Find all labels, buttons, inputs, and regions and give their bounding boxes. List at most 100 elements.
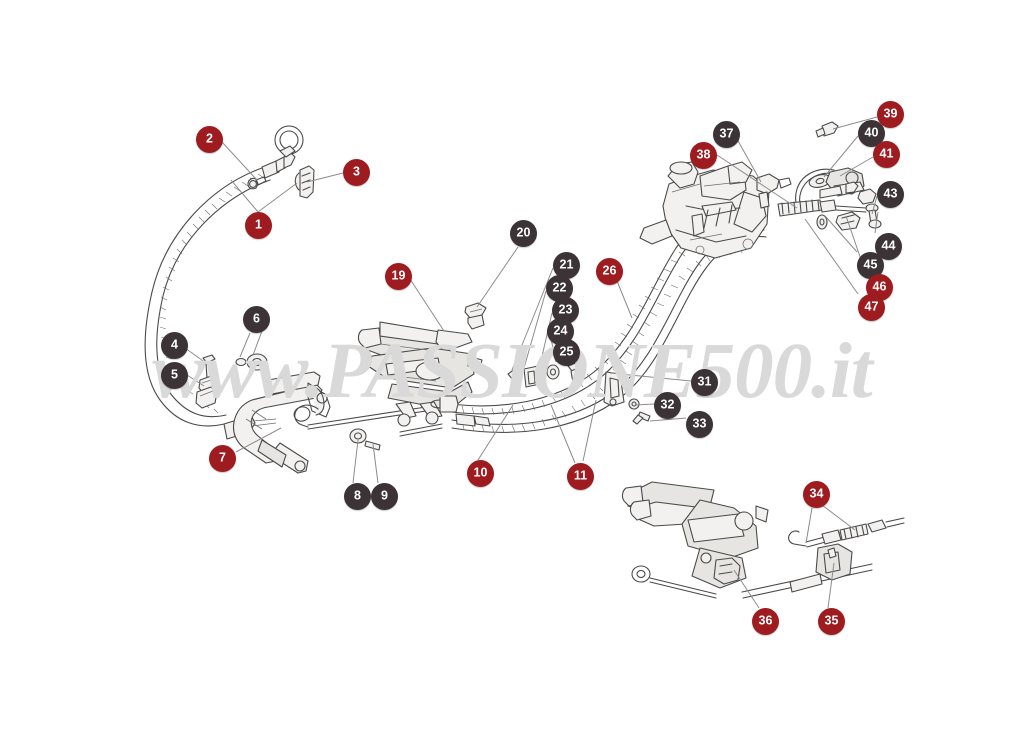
leader-lines (184, 116, 879, 609)
carburettor-body-part (639, 161, 770, 259)
callout-marker-38[interactable]: 38 (690, 142, 717, 169)
leader-line-34 (805, 507, 813, 544)
leader-line-1 (230, 179, 259, 213)
leader-line-11 (582, 399, 597, 462)
callout-label-34: 34 (809, 486, 824, 501)
callout-marker-8[interactable]: 8 (344, 483, 371, 510)
callout-label-4: 4 (171, 337, 178, 352)
throttle-linkage-parts (756, 121, 882, 231)
handbrake-lever-part (357, 321, 483, 427)
callout-label-26: 26 (602, 263, 617, 278)
callout-marker-37[interactable]: 37 (713, 121, 740, 148)
hose-clip-part (247, 176, 267, 190)
callout-marker-35[interactable]: 35 (818, 608, 845, 635)
callout-label-2: 2 (206, 131, 213, 146)
callout-label-41: 41 (879, 146, 894, 161)
callout-label-21: 21 (559, 257, 574, 272)
leader-line-10 (477, 404, 514, 461)
callout-marker-9[interactable]: 9 (371, 483, 398, 510)
callout-label-40: 40 (864, 125, 879, 140)
callout-label-32: 32 (660, 397, 675, 412)
leader-line-40 (823, 135, 859, 178)
callout-marker-3[interactable]: 3 (343, 159, 370, 186)
callout-marker-7[interactable]: 7 (209, 445, 236, 472)
callout-marker-26[interactable]: 26 (596, 258, 623, 285)
callout-label-9: 9 (381, 488, 388, 503)
leader-line-5 (186, 374, 205, 387)
callout-marker-31[interactable]: 31 (691, 369, 718, 396)
callout-marker-47[interactable]: 47 (858, 294, 885, 321)
callout-label-24: 24 (553, 323, 568, 338)
leader-line-20 (476, 246, 519, 308)
callout-label-47: 47 (864, 299, 879, 314)
callout-label-23: 23 (558, 302, 573, 317)
callout-marker-2[interactable]: 2 (196, 126, 223, 153)
leader-line-8 (352, 439, 359, 484)
callout-label-11: 11 (573, 468, 588, 483)
callout-marker-11[interactable]: 11 (567, 463, 594, 490)
leader-line-26 (614, 275, 633, 319)
callout-marker-19[interactable]: 19 (385, 263, 412, 290)
callout-label-37: 37 (719, 126, 734, 141)
leader-line-11 (550, 404, 576, 464)
leader-line-7 (235, 427, 282, 453)
hose-retainer-part (294, 165, 315, 199)
leader-line-43 (871, 195, 878, 215)
callout-label-22: 22 (552, 280, 567, 295)
callout-marker-41[interactable]: 41 (873, 141, 900, 168)
callout-label-35: 35 (824, 613, 839, 628)
leader-line-44 (874, 211, 879, 234)
callout-label-5: 5 (171, 367, 178, 382)
leader-line-6 (239, 332, 251, 358)
callout-label-39: 39 (883, 106, 898, 121)
leader-line-22 (523, 290, 547, 369)
callout-label-25: 25 (559, 344, 574, 359)
leader-line-33 (649, 417, 687, 422)
leader-line-3 (306, 172, 344, 183)
leader-line-2 (221, 141, 258, 181)
callout-marker-4[interactable]: 4 (161, 332, 188, 359)
leader-line-19 (409, 278, 445, 332)
callout-marker-32[interactable]: 32 (654, 392, 681, 419)
leader-line-37 (736, 138, 762, 183)
callout-label-36: 36 (758, 613, 773, 628)
leader-line-36 (733, 569, 760, 609)
grommet-part (464, 302, 487, 330)
callout-label-6: 6 (253, 311, 260, 326)
callout-marker-5[interactable]: 5 (161, 362, 188, 389)
leader-line-39 (832, 116, 878, 130)
leader-line-31 (609, 372, 692, 382)
callout-label-43: 43 (883, 186, 898, 201)
callout-label-45: 45 (863, 257, 878, 272)
leader-line-1 (257, 182, 298, 213)
callout-label-44: 44 (881, 238, 896, 253)
callout-marker-25[interactable]: 25 (553, 339, 580, 366)
callout-label-1: 1 (255, 217, 262, 232)
leader-line-47 (804, 218, 859, 295)
leader-line-4 (184, 347, 207, 364)
callout-label-10: 10 (473, 465, 488, 480)
handbrake-lower-detail-part (621, 481, 905, 599)
callout-label-38: 38 (696, 147, 711, 162)
leader-line-32 (635, 403, 655, 406)
callout-label-7: 7 (219, 450, 226, 465)
leader-line-6 (252, 330, 263, 356)
callout-label-3: 3 (353, 164, 360, 179)
callout-marker-1[interactable]: 1 (245, 212, 272, 239)
callout-label-8: 8 (354, 488, 361, 503)
small-hardware-parts (507, 361, 582, 388)
callout-marker-36[interactable]: 36 (752, 608, 779, 635)
callout-marker-34[interactable]: 34 (803, 481, 830, 508)
leader-line-45 (825, 216, 858, 253)
callout-marker-43[interactable]: 43 (877, 181, 904, 208)
callout-marker-20[interactable]: 20 (510, 220, 537, 247)
callout-label-31: 31 (697, 374, 712, 389)
callout-marker-33[interactable]: 33 (686, 411, 713, 438)
callout-marker-10[interactable]: 10 (467, 460, 494, 487)
callout-marker-6[interactable]: 6 (243, 306, 270, 333)
callout-label-20: 20 (516, 225, 531, 240)
callout-label-19: 19 (391, 268, 406, 283)
leader-line-9 (372, 443, 379, 484)
